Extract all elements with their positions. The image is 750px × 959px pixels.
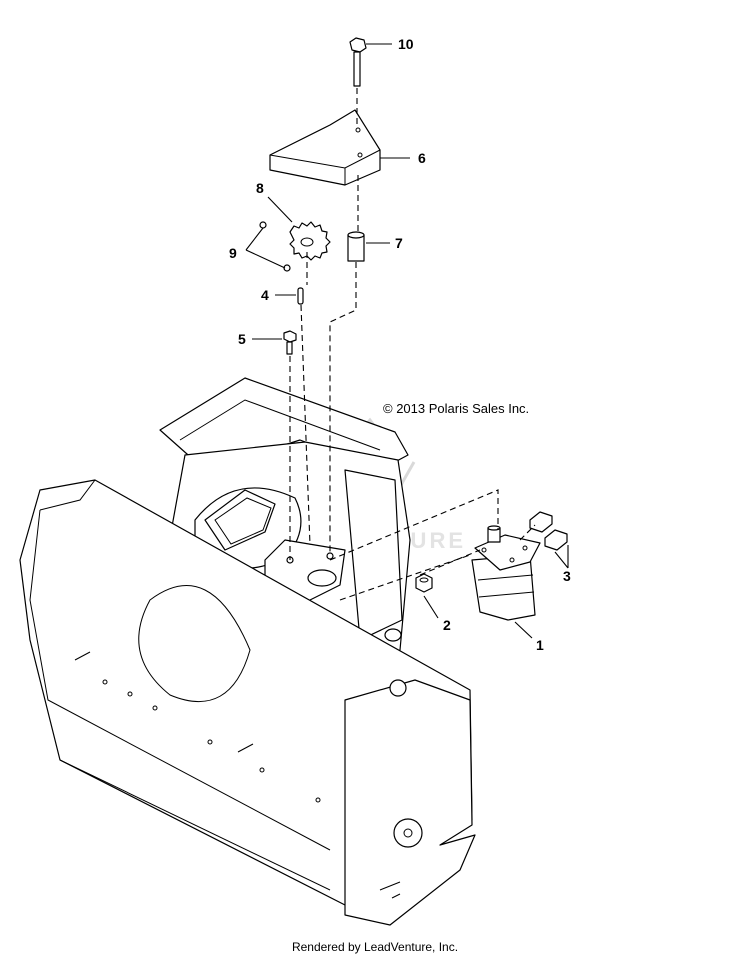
part-5-bolt — [283, 330, 297, 355]
callout-1: 1 — [536, 637, 544, 653]
blower-housing — [19, 377, 476, 926]
part-8-sprocket — [289, 221, 331, 261]
callout-6: 6 — [418, 150, 426, 166]
callout-4: 4 — [261, 287, 269, 303]
part-10-bolt — [349, 37, 367, 87]
part-7-spacer — [347, 231, 365, 262]
callout-5: 5 — [238, 331, 246, 347]
copyright-notice: © 2013 Polaris Sales Inc. — [383, 401, 529, 416]
callout-3: 3 — [563, 568, 571, 584]
callout-9: 9 — [229, 245, 237, 261]
render-credit: Rendered by LeadVenture, Inc. — [291, 940, 459, 954]
callout-7: 7 — [395, 235, 403, 251]
assembly-lines — [289, 88, 536, 601]
part-3-fittings — [529, 511, 568, 551]
leader-lines — [245, 43, 569, 639]
callout-10: 10 — [398, 36, 414, 52]
part-6-cover — [269, 109, 381, 186]
callouts: 10 6 7 8 9 4 5 2 3 1 — [229, 36, 571, 653]
callout-2: 2 — [443, 617, 451, 633]
part-2-nut — [415, 573, 433, 593]
part-4-key — [297, 287, 304, 305]
part-1-hydraulic-motor — [471, 525, 541, 621]
callout-8: 8 — [256, 180, 264, 196]
